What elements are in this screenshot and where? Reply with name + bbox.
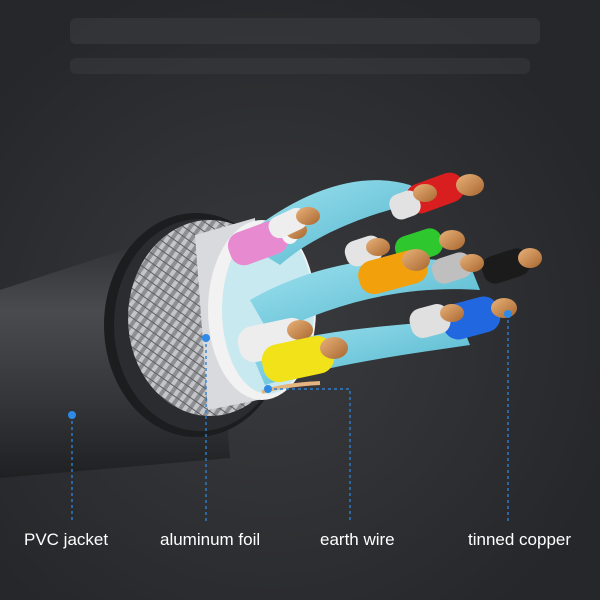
wire-yellow [261,335,348,383]
leader-lines [71,314,509,522]
blurred-title [70,18,540,44]
label-aluminum-foil: aluminum foil [160,530,261,549]
wire-bundle [227,172,542,394]
blurred-subtitle [70,58,530,74]
label-earth-wire: earth wire [320,530,395,549]
wire-orange [358,249,430,295]
wire-red [389,172,484,220]
label-tinned-copper: tinned copper [468,530,572,549]
wire-white-top [268,207,320,239]
pointer-dot-icon [68,310,512,419]
wire-black [431,248,542,284]
wire-green [344,228,465,267]
label-pvc-jacket: PVC jacket [24,530,109,549]
wire-blue [409,296,517,340]
